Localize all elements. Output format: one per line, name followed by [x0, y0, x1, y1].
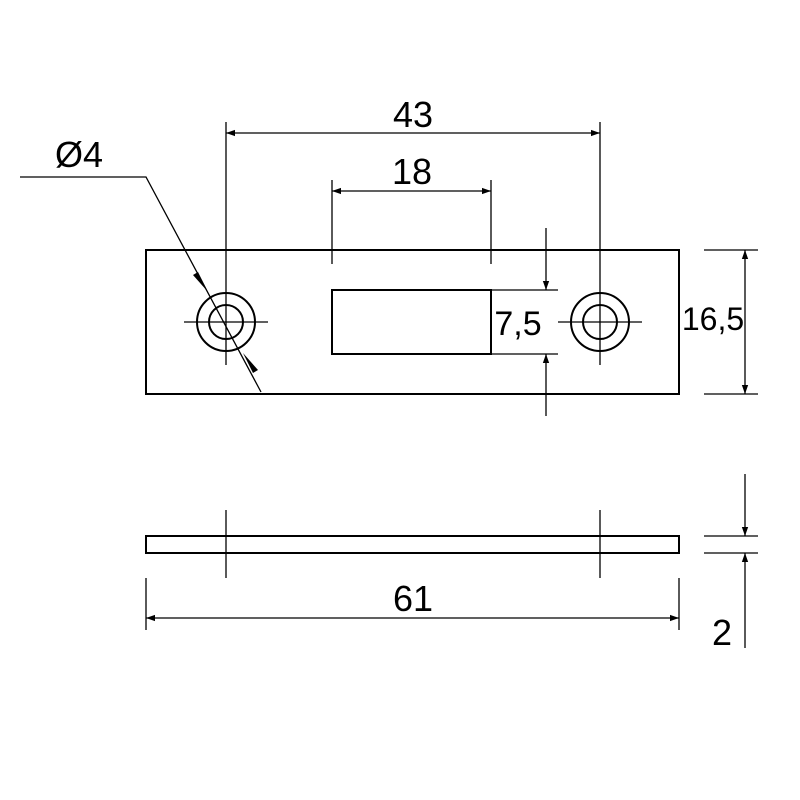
dim-plate-thickness: 2: [704, 474, 758, 653]
dim-slot-height: 7,5: [491, 228, 558, 416]
dim-hole-spacing: 43: [226, 94, 600, 137]
dim-hole-diameter: Ø4: [20, 134, 262, 393]
dim-slot-length-label: 18: [392, 151, 432, 192]
dim-plate-length: 61: [145, 578, 680, 630]
dim-plate-length-label: 61: [393, 578, 433, 619]
dim-slot-length: 18: [331, 151, 492, 264]
dim-plate-height-label: 16,5: [682, 301, 744, 337]
plate-outline: [145, 249, 680, 395]
left-hole: [184, 122, 268, 365]
dim-hole-diameter-label: Ø4: [55, 134, 103, 175]
slot: [331, 289, 492, 355]
plate-side-outline: [145, 535, 680, 554]
dim-hole-spacing-label: 43: [393, 94, 433, 135]
dim-plate-thickness-label: 2: [712, 612, 732, 653]
right-hole: [558, 122, 642, 365]
dim-slot-height-label: 7,5: [494, 305, 541, 343]
top-view: 43 18 Ø4 7,5 16,5: [20, 94, 758, 416]
dim-plate-height: 16,5: [682, 249, 758, 395]
side-view: 61 2: [145, 474, 758, 653]
